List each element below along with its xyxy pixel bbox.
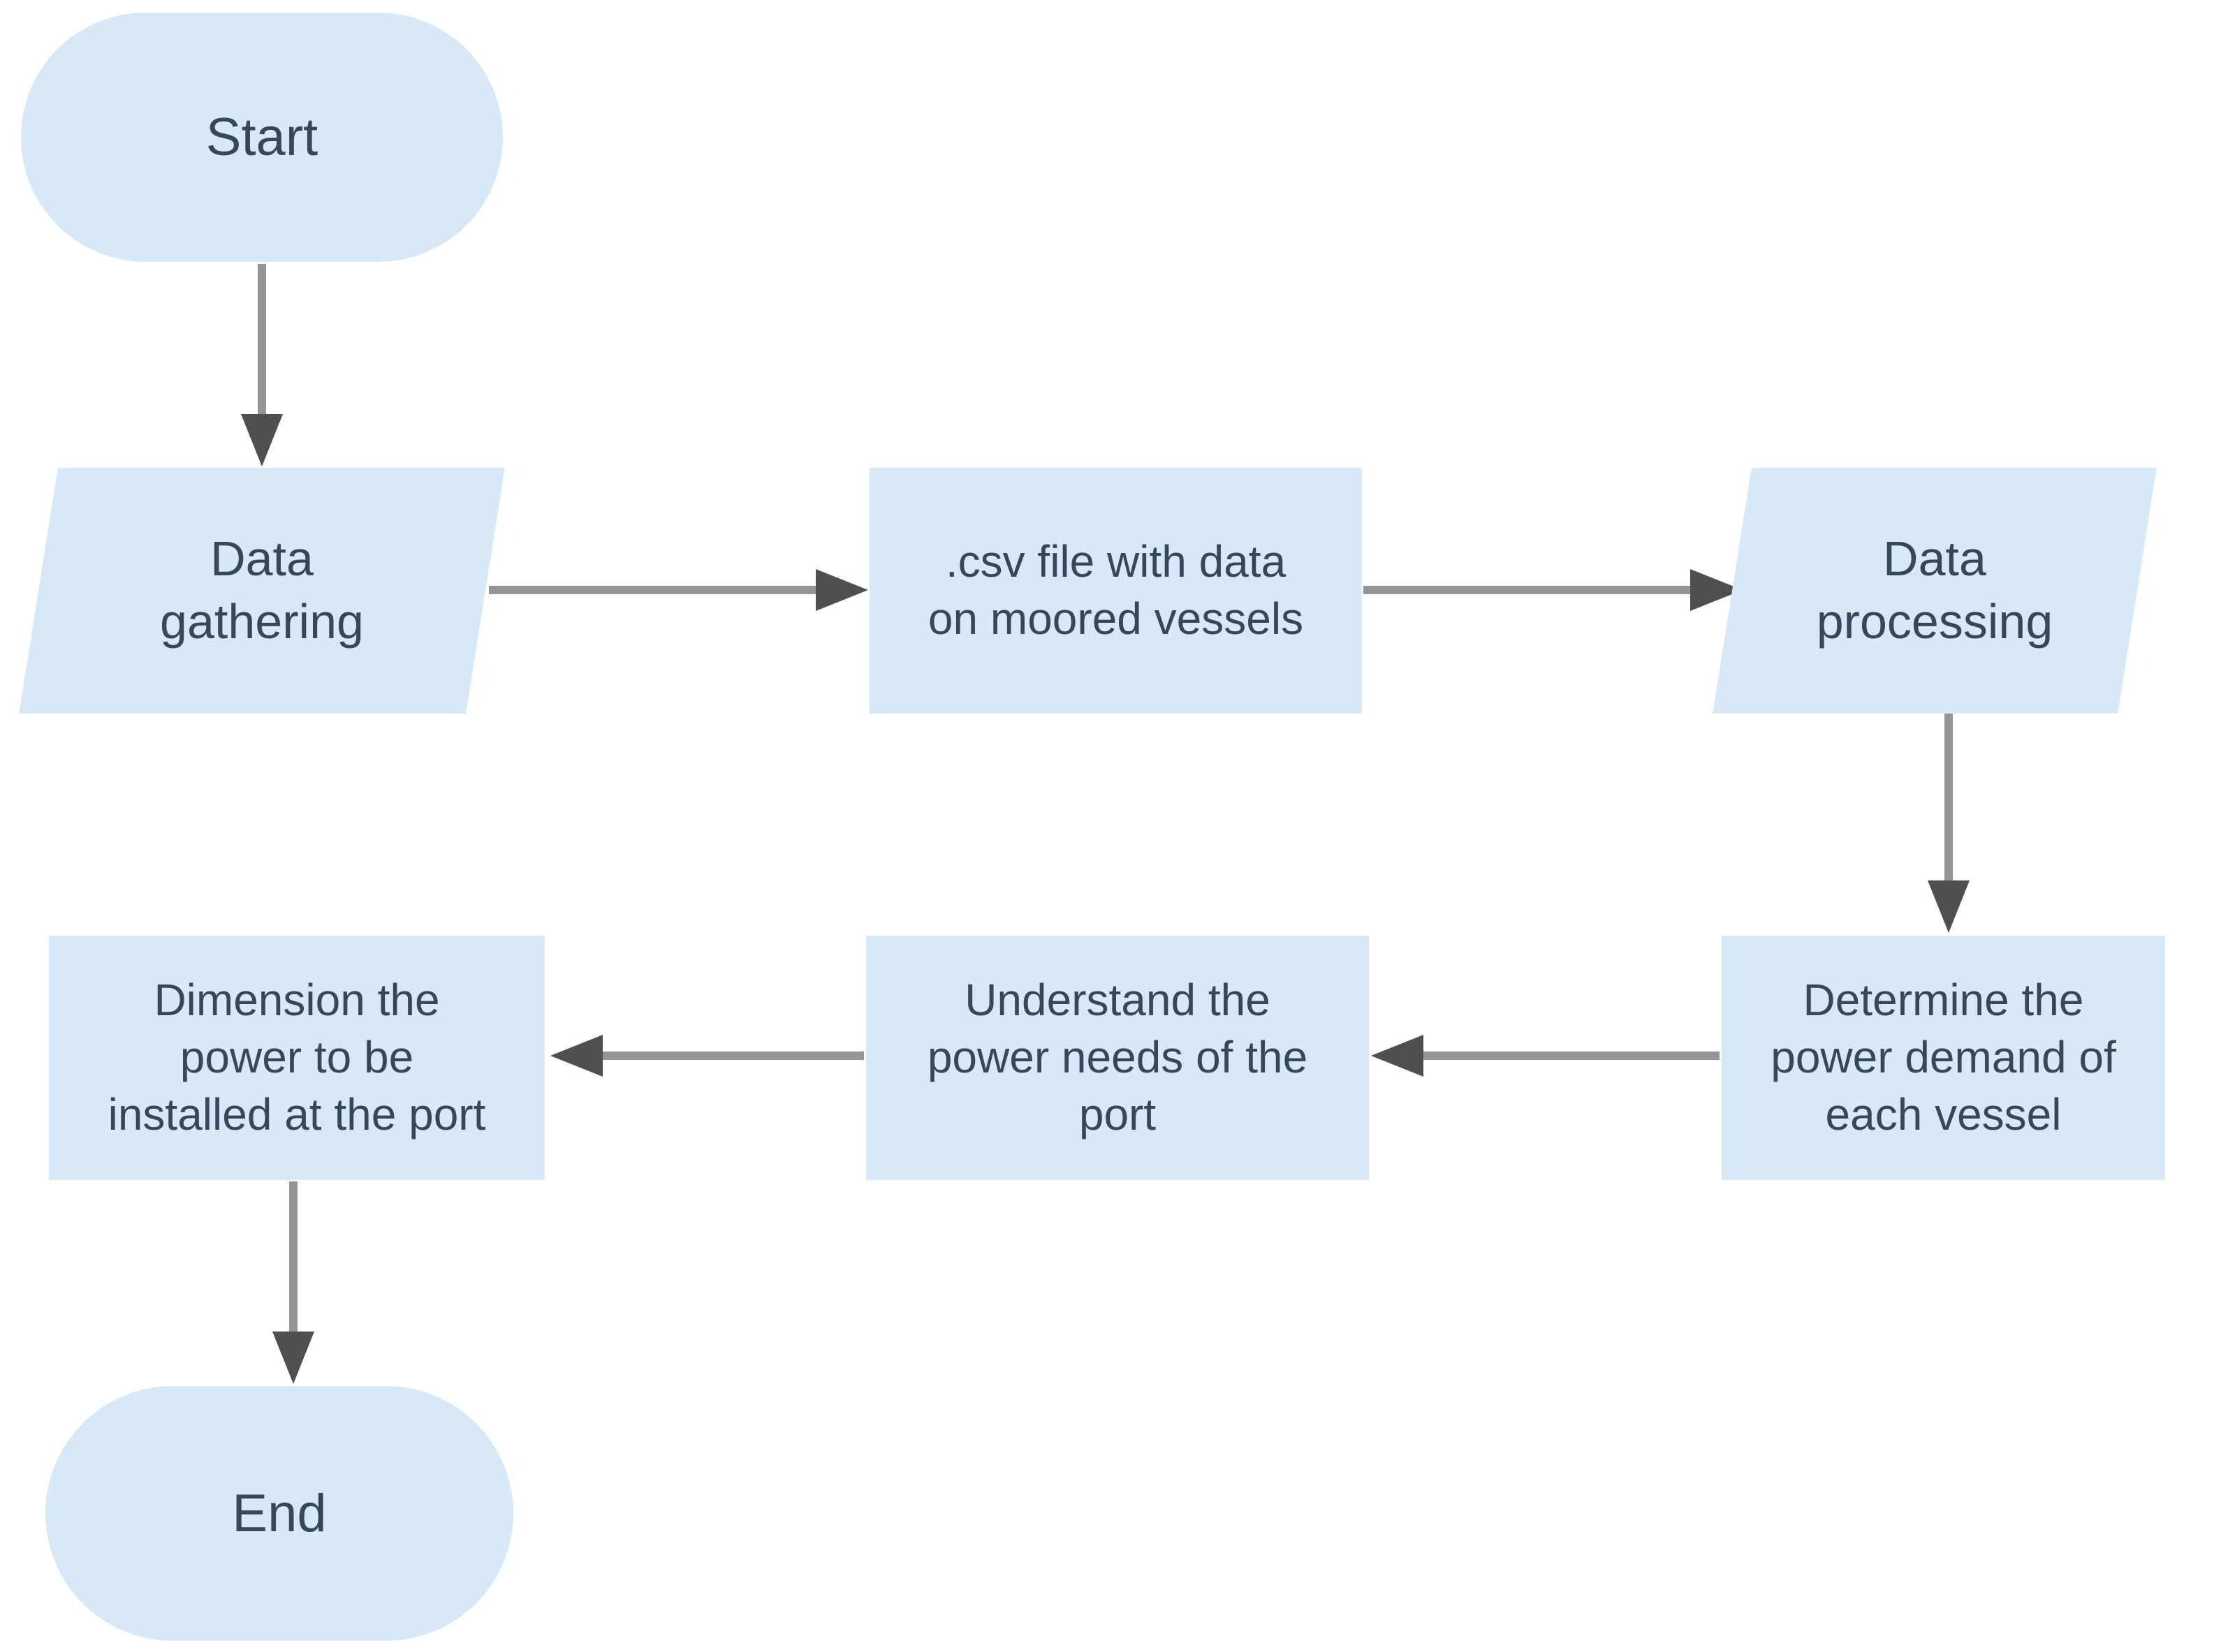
arrow-determine-to-understand bbox=[1371, 1035, 1720, 1077]
arrow-data-gathering-to-csv-file bbox=[489, 569, 868, 611]
node-determine-power-demand: Determine the power demand of each vesse… bbox=[1722, 936, 2165, 1180]
node-end: End bbox=[45, 1386, 513, 1641]
node-dimension-power-label: Dimension the power to be installed at t… bbox=[108, 975, 486, 1140]
arrow-head bbox=[272, 1332, 314, 1384]
node-csv-file-label: .csv file with data on moored vessels bbox=[928, 536, 1304, 644]
arrow-head bbox=[816, 569, 868, 611]
rectangle-shape bbox=[1722, 936, 2165, 1180]
rectangle-shape bbox=[866, 936, 1369, 1180]
node-data-gathering: Data gathering bbox=[19, 468, 505, 714]
node-determine-power-demand-label: Determine the power demand of each vesse… bbox=[1771, 975, 2116, 1140]
arrow-data-processing-to-determine bbox=[1928, 714, 1970, 933]
arrow-head bbox=[1928, 880, 1970, 933]
arrow-head bbox=[241, 414, 283, 466]
node-dimension-power: Dimension the power to be installed at t… bbox=[49, 936, 545, 1180]
arrow-head bbox=[550, 1035, 603, 1077]
rectangle-shape bbox=[870, 468, 1362, 714]
node-end-label: End bbox=[232, 1483, 327, 1543]
node-csv-file: .csv file with data on moored vessels bbox=[870, 468, 1362, 714]
arrow-csv-file-to-data-processing bbox=[1363, 569, 1743, 611]
arrow-head bbox=[1371, 1035, 1423, 1077]
arrow-dimension-to-end bbox=[272, 1181, 314, 1384]
arrow-start-to-data-gathering bbox=[241, 264, 283, 466]
node-data-processing: Data processing bbox=[1713, 468, 2157, 714]
node-start: Start bbox=[21, 13, 503, 262]
terminator-shape bbox=[45, 1386, 513, 1641]
node-understand-power-needs-label: Understand the power needs of the port bbox=[927, 975, 1308, 1140]
rectangle-shape bbox=[49, 936, 545, 1180]
terminator-shape bbox=[21, 13, 503, 262]
node-data-processing-label: Data processing bbox=[1816, 531, 2053, 649]
node-data-gathering-label: Data gathering bbox=[160, 531, 364, 649]
node-understand-power-needs: Understand the power needs of the port bbox=[866, 936, 1369, 1180]
arrow-understand-to-dimension bbox=[550, 1035, 864, 1077]
node-start-label: Start bbox=[205, 107, 318, 167]
